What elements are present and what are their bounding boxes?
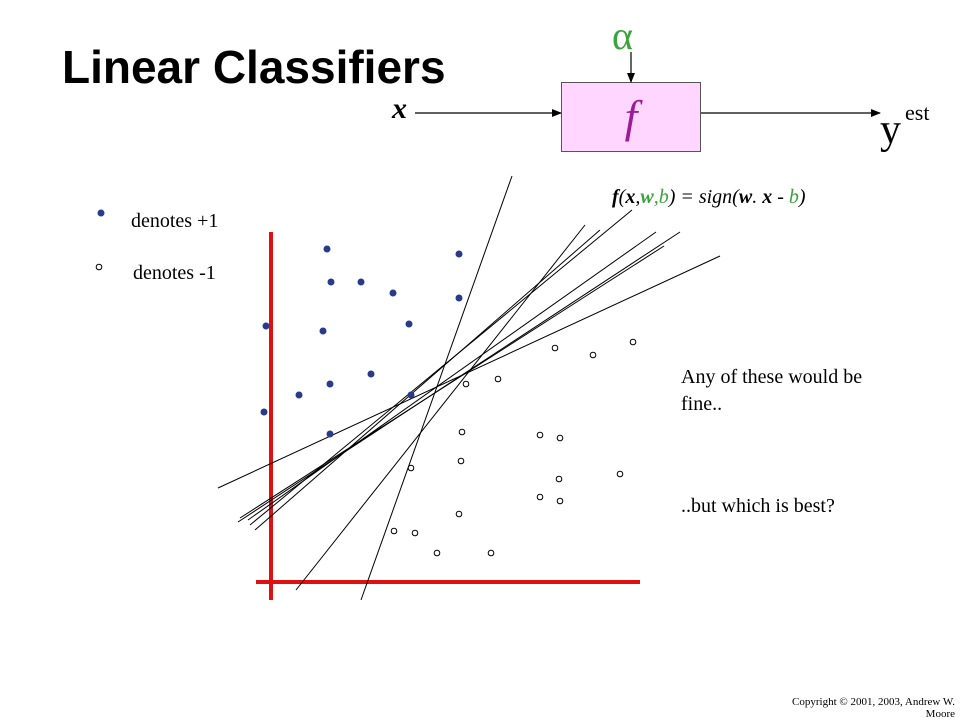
negative-point	[407, 464, 415, 472]
negative-points	[390, 338, 637, 557]
positive-point	[455, 294, 463, 302]
positive-point	[295, 391, 303, 399]
positive-point	[407, 391, 415, 399]
formula-part: f	[612, 186, 619, 208]
legend-negative-marker	[95, 263, 103, 271]
positive-point	[357, 278, 365, 286]
formula-part: (	[618, 186, 626, 208]
candidate-line	[254, 229, 601, 531]
negative-point	[458, 428, 466, 436]
negative-point	[536, 431, 544, 439]
formula-part: x	[762, 186, 773, 208]
negative-point	[556, 434, 564, 442]
positive-point	[367, 370, 375, 378]
formula-part: -	[772, 186, 789, 208]
negative-point	[556, 497, 564, 505]
positive-point	[319, 327, 327, 335]
positive-point	[323, 245, 331, 253]
function-label: f	[624, 91, 638, 142]
input-label: x	[392, 92, 407, 125]
negative-point	[629, 338, 637, 346]
legend-positive-label: denotes +1	[131, 210, 219, 232]
negative-point	[589, 351, 597, 359]
formula-part: b	[658, 186, 669, 208]
positive-point	[405, 320, 413, 328]
copyright-notice: Copyright © 2001, 2003, Andrew W. Moore	[792, 696, 955, 720]
legend-negative-label: denotes -1	[133, 262, 216, 284]
note-any-fine: Any of these would be fine..	[681, 366, 863, 415]
negative-point	[455, 510, 463, 518]
positive-point	[326, 380, 334, 388]
negative-point	[462, 380, 470, 388]
positive-point	[262, 322, 270, 330]
positive-points	[260, 245, 463, 438]
positive-point	[455, 250, 463, 258]
slide-title: Linear Classifiers	[62, 41, 446, 93]
negative-point	[390, 527, 398, 535]
formula-part: .	[752, 186, 763, 208]
formula-part: b	[788, 186, 799, 208]
negative-point	[551, 344, 559, 352]
formula-part: ) = sign(	[668, 186, 739, 208]
output-label: y	[880, 107, 901, 153]
negative-point	[555, 475, 563, 483]
negative-point	[457, 457, 465, 465]
output-superscript: est	[905, 100, 930, 125]
formula-part: ,	[653, 186, 659, 208]
candidate-line	[217, 255, 721, 489]
candidate-line	[295, 224, 586, 591]
positive-point	[326, 430, 334, 438]
formula-part: x	[625, 186, 636, 208]
negative-point	[616, 470, 624, 478]
legend-positive-marker	[97, 209, 105, 217]
negative-point	[536, 493, 544, 501]
formula-part: ,	[635, 186, 641, 208]
formula-part: w	[640, 186, 654, 208]
positive-point	[260, 408, 268, 416]
candidate-lines	[217, 175, 721, 601]
alpha-label: α	[612, 13, 633, 58]
candidate-line	[360, 175, 513, 601]
negative-point	[411, 529, 419, 537]
formula-part: w	[738, 186, 753, 208]
classifier-formula: f(x,w,b) = sign(w. x - b)	[612, 186, 806, 209]
negative-point	[433, 549, 441, 557]
formula-part: )	[798, 186, 806, 208]
positive-point	[389, 289, 397, 297]
negative-point	[487, 549, 495, 557]
candidate-line	[247, 231, 657, 521]
note-which-best: ..but which is best?	[681, 495, 835, 517]
function-box	[561, 82, 701, 152]
positive-point	[327, 278, 335, 286]
negative-point	[494, 375, 502, 383]
